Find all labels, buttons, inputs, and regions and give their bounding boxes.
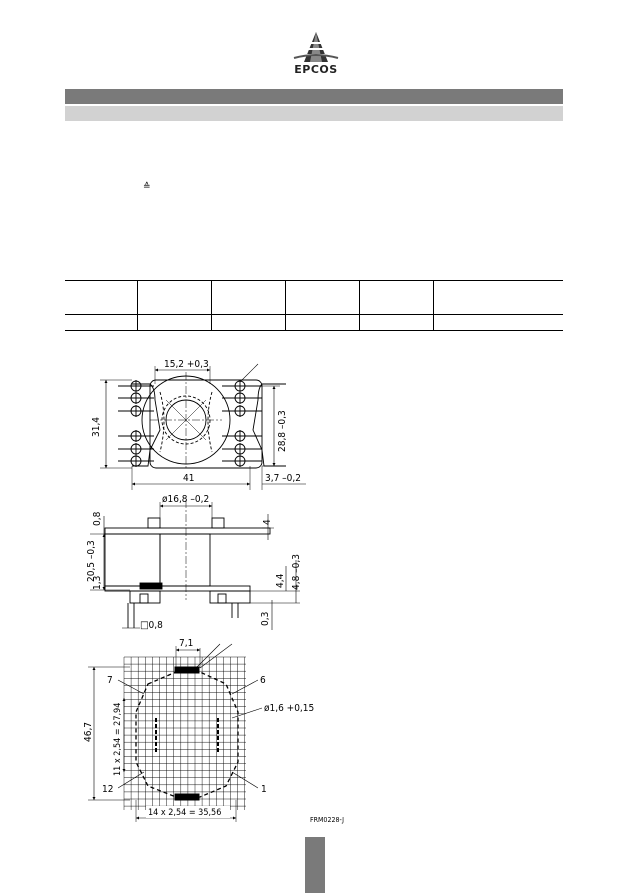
- table-cell: [433, 314, 563, 331]
- dim-height-left: 31,4: [91, 417, 102, 437]
- table-cell: [65, 314, 138, 331]
- pin-label-7: 7: [107, 675, 113, 686]
- pcb-grid-drawing: [88, 643, 263, 822]
- dim-side-height: 20,5 –0,3: [86, 540, 97, 582]
- table-cell: [285, 314, 360, 331]
- dim-width-top: 15,2 +0,3: [164, 359, 209, 370]
- dim-grid-rows: 11 x 2,54 = 27,94: [113, 703, 123, 776]
- dim-top-flange: 0,8: [92, 511, 103, 526]
- dim-lower-flange: 1,3: [92, 576, 103, 590]
- dim-hole: ø1,6 +0,15: [264, 703, 314, 714]
- pin-label-6: 6: [260, 675, 266, 686]
- side-view-drawing: [90, 500, 300, 630]
- dim-7-1: 7,1: [179, 638, 193, 649]
- dim-4-8: 4,8 –0,3: [291, 554, 302, 590]
- page-tab: [305, 837, 325, 893]
- table-cell: [359, 314, 434, 331]
- header-bar-light: [65, 106, 563, 121]
- dim-right-step: 4: [262, 519, 273, 525]
- logo-text: EPCOS: [294, 63, 338, 76]
- data-table: [65, 280, 563, 331]
- dim-width-bottom: 41: [183, 473, 194, 484]
- table-cell: [137, 314, 212, 331]
- dim-offset: 3,7 –0,2: [265, 473, 301, 484]
- header-bar-dark: [65, 89, 563, 104]
- table-row: [65, 314, 563, 331]
- table-cell: [285, 280, 360, 315]
- dim-4-4: 4,4: [275, 573, 286, 588]
- dim-grid-cols: 14 x 2,54 = 35,56: [148, 808, 221, 818]
- table-cell: [211, 280, 286, 315]
- dim-diameter: ø16,8 –0,2: [162, 494, 209, 505]
- dim-grid-height: 46,7: [83, 722, 94, 742]
- dim-0-3: 0,3: [260, 612, 271, 626]
- dim-pin-size: □0,8: [140, 620, 163, 631]
- table-cell: [65, 280, 138, 315]
- table-cell: [433, 280, 563, 315]
- correspondence-symbol: ≙: [143, 182, 151, 192]
- top-view-drawing: [100, 363, 306, 490]
- drawing-code: FRM0228-J: [310, 816, 344, 824]
- table-cell: [359, 280, 434, 315]
- table-cell: [137, 280, 212, 315]
- pin-label-12: 12: [102, 784, 113, 795]
- table-cell: [211, 314, 286, 331]
- pin-label-1: 1: [261, 784, 267, 795]
- dim-height-right: 28,8 –0,3: [277, 410, 288, 452]
- epcos-logo-icon: [293, 32, 339, 62]
- table-header-row: [65, 280, 563, 315]
